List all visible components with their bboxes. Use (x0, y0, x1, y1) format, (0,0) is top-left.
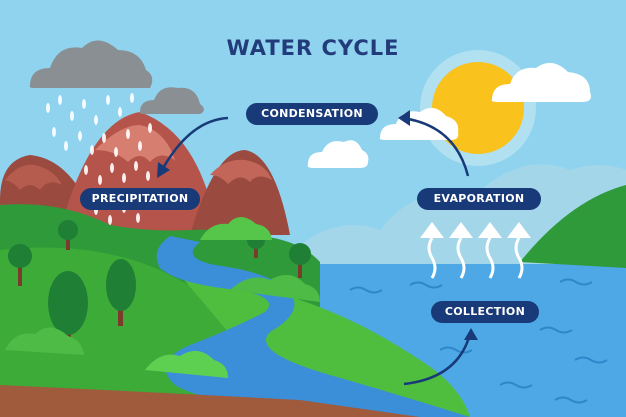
tree-icon (58, 220, 78, 250)
soil (0, 385, 420, 417)
tree-icon (8, 244, 32, 286)
tree-icon (289, 243, 311, 278)
sea-waves (349, 278, 608, 404)
label-condensation: CONDENSATION (246, 103, 378, 125)
evaporation-to-condensation-arrow (401, 116, 470, 177)
label-collection: COLLECTION (431, 301, 539, 323)
river (156, 236, 470, 417)
diagram-title: WATER CYCLE (226, 36, 400, 60)
cycle-arrows (160, 116, 472, 386)
rain-cloud-icon (29, 40, 204, 114)
arrowheads (157, 110, 478, 340)
cloud-icon (307, 140, 369, 168)
condensation-to-precipitation-arrow (160, 116, 229, 171)
bushes (5, 217, 320, 378)
collection-arrow (403, 333, 472, 386)
riverbank (180, 275, 470, 417)
label-precipitation: PRECIPITATION (80, 188, 200, 210)
tree-icon (106, 259, 136, 326)
right-hill (520, 185, 626, 268)
label-evaporation: EVAPORATION (417, 188, 541, 210)
sun-icon (420, 50, 536, 166)
evaporation-arrows (420, 222, 531, 279)
rain-drops (46, 93, 152, 225)
cloud-icon (491, 62, 591, 102)
